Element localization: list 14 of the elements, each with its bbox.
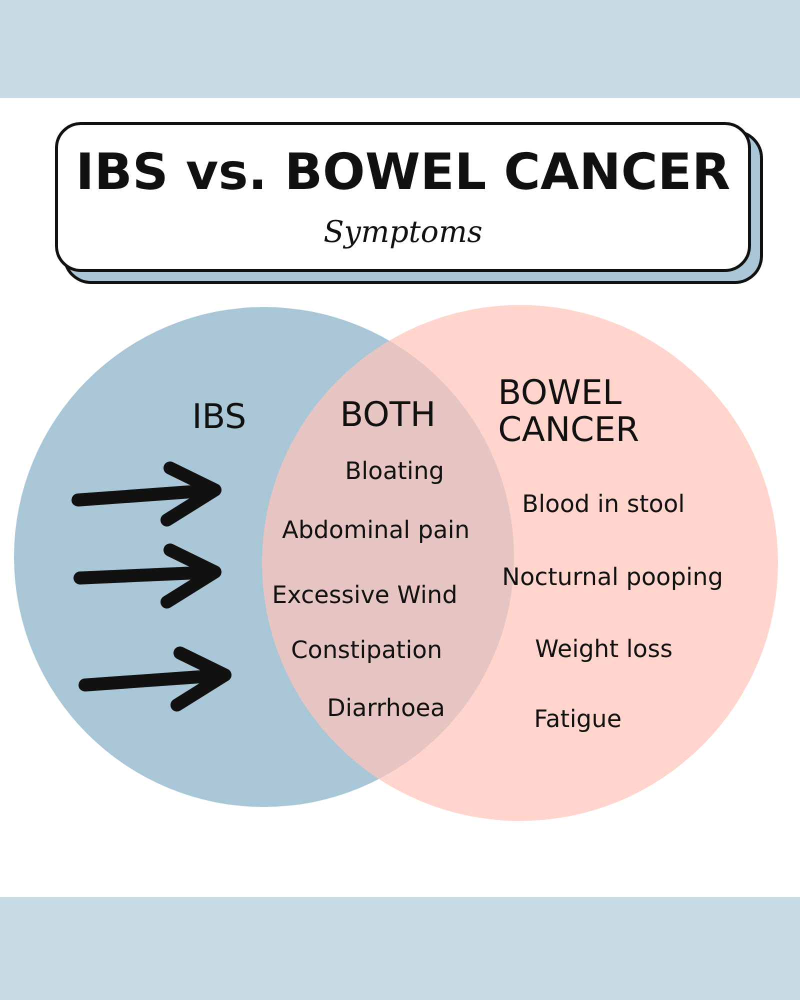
symptom-text: Weight loss — [535, 635, 673, 663]
circle-heading: BOWEL CANCER — [498, 375, 640, 450]
symptom-text: Excessive Wind — [272, 581, 458, 609]
subtitle-text: Symptoms — [322, 215, 484, 250]
circle-heading: IBS — [192, 397, 246, 437]
symptom-text: Bloating — [345, 457, 444, 485]
overlap-heading: BOTH — [340, 395, 436, 435]
symptom-text: Fatigue — [534, 705, 622, 733]
symptom-text: Constipation — [291, 636, 442, 664]
title-text: IBS vs. BOWEL CANCER — [74, 143, 732, 201]
symptom-text: Abdominal pain — [282, 516, 470, 544]
symptom-text: Nocturnal pooping — [502, 563, 724, 591]
symptom-text: Diarrhoea — [327, 694, 446, 722]
symptom-text: Blood in stool — [522, 490, 685, 518]
